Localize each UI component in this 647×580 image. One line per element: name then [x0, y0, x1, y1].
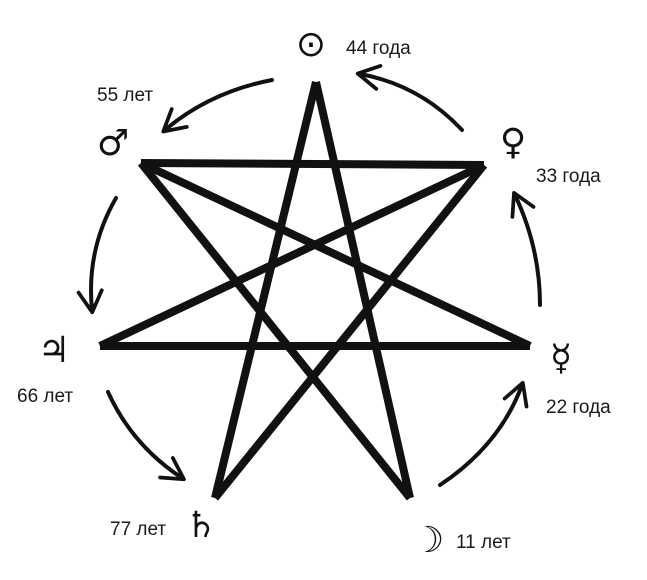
moon-icon: ☽ [412, 520, 444, 561]
arrow-mercury-to-venus [510, 191, 542, 307]
mars-age-label: 55 лет [97, 85, 153, 106]
sun-icon: ⊙ [296, 24, 326, 65]
arrow-sun-to-mars [161, 78, 274, 134]
saturn-age-label: 77 лет [110, 519, 166, 540]
arrow-venus-to-sun [355, 64, 464, 132]
mars-icon: ♂ [97, 123, 129, 164]
heptagram-star [100, 81, 530, 501]
venus-age-label: 33 года [536, 166, 601, 187]
jupiter-icon: ♃ [38, 330, 70, 371]
sun-age-label: 44 года [346, 38, 411, 59]
jupiter-age-label: 66 лет [17, 386, 73, 407]
moon-age-label: 11 лет [456, 532, 511, 553]
venus-icon: ♀ [500, 122, 526, 163]
arrow-moon-to-mercury [438, 380, 529, 487]
cycle-arrows [76, 64, 542, 487]
mercury-age-label: 22 года [546, 397, 611, 418]
arrow-jupiter-to-saturn [106, 390, 186, 482]
saturn-icon: ♄ [185, 505, 217, 546]
arrow-mars-to-jupiter [76, 196, 118, 315]
mercury-icon: ☿ [550, 338, 572, 379]
heptagram-inner-lines [98, 159, 532, 350]
